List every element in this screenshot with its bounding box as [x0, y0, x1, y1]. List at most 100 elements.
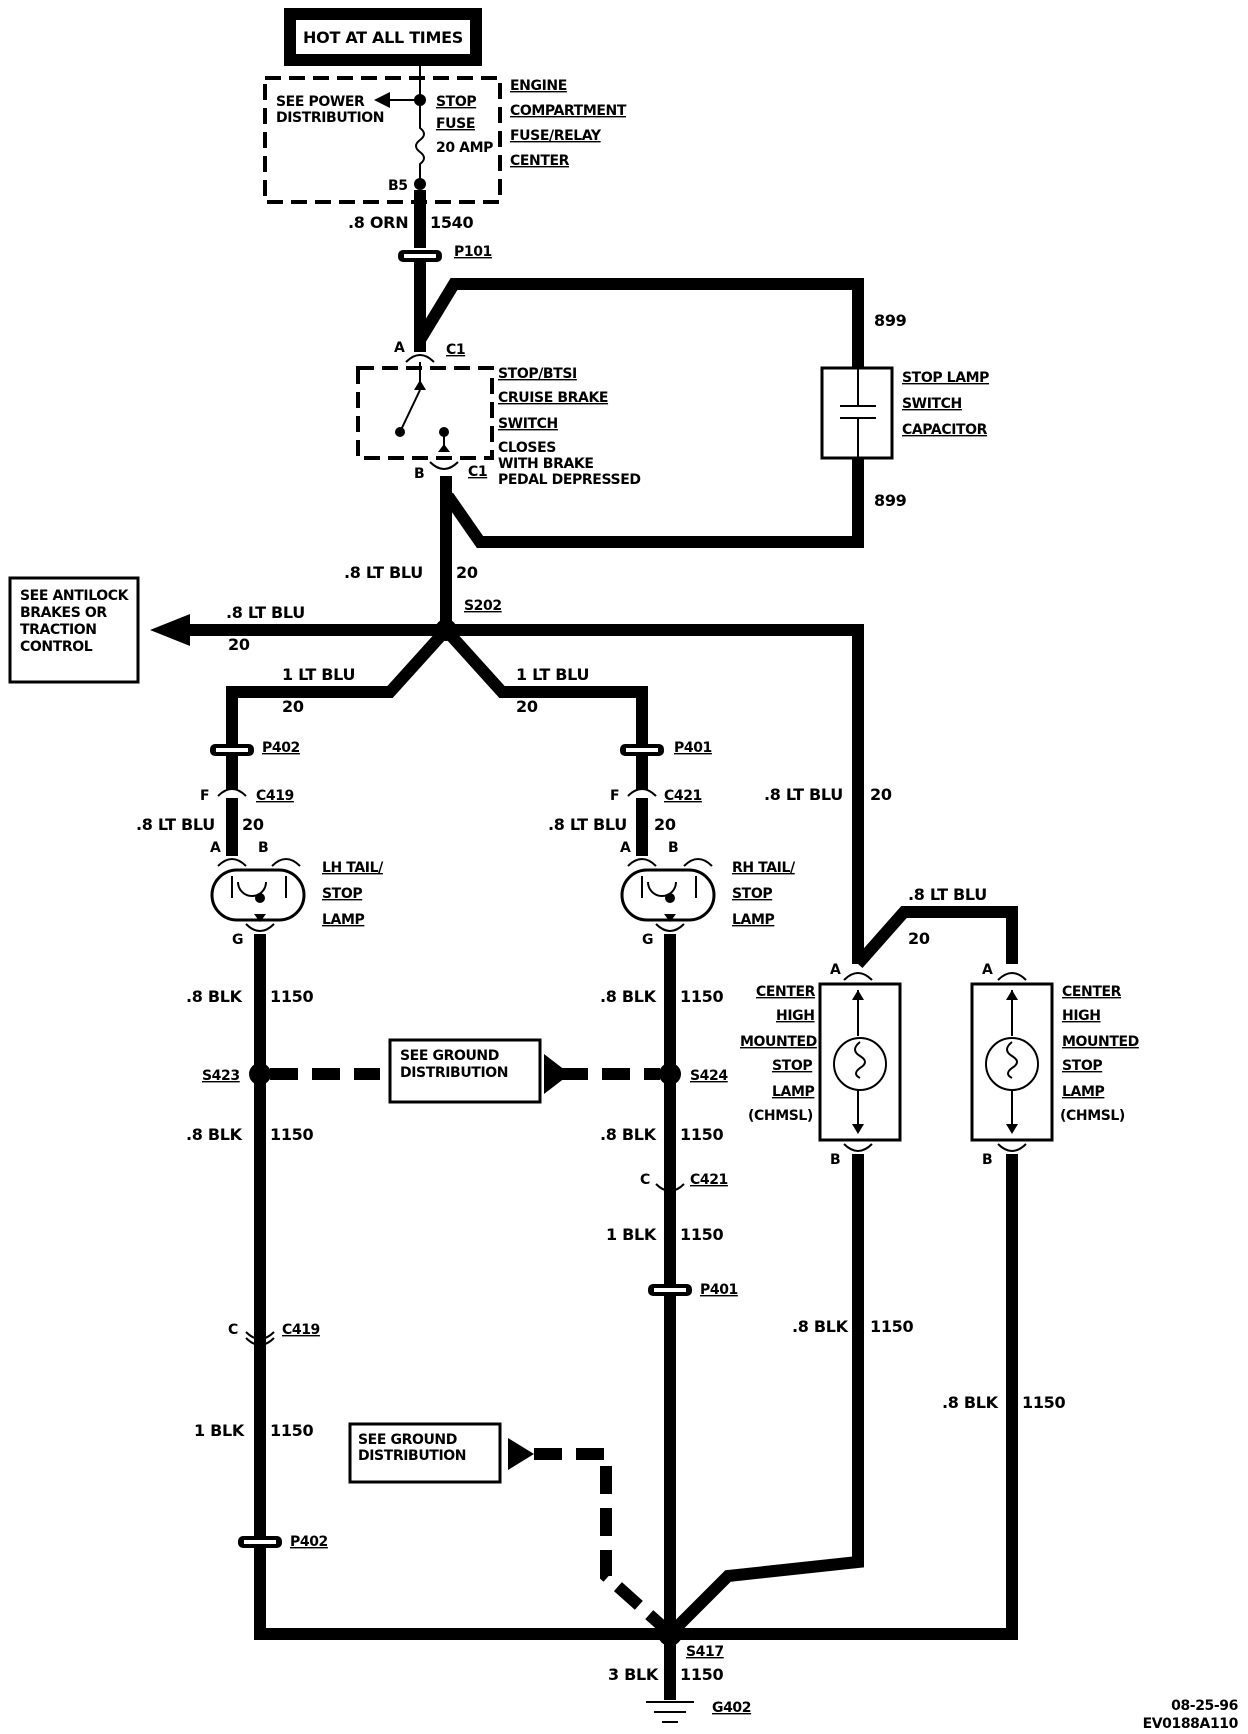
lh-ground-circuit-1: 1150	[270, 987, 313, 1006]
ground-ref-middle-2: DISTRIBUTION	[400, 1065, 508, 1081]
fuse-relay-center: SEE POWER DISTRIBUTION STOP FUSE 20 AMP …	[263, 66, 627, 204]
hot-at-all-times-box: HOT AT ALL TIMES	[284, 8, 482, 66]
p401-bottom-label: P401	[700, 1282, 738, 1298]
main-ground-circuit: 1150	[680, 1665, 723, 1684]
c419-top-connector: F C419	[200, 788, 294, 804]
chmsl1-pin-b: B	[830, 1152, 840, 1168]
g402-label: G402	[712, 1700, 751, 1716]
rh-ground-circuit-2: 1150	[680, 1125, 723, 1144]
chmsl2-name-1: CENTER	[1062, 984, 1122, 1000]
lh-lamp-gauge: .8 LT BLU	[136, 815, 215, 834]
ground-reference-box-middle: SEE GROUND DISTRIBUTION	[388, 1038, 570, 1104]
c421-top-pin: F	[610, 788, 619, 804]
chmsl2-name-4: STOP	[1062, 1058, 1102, 1074]
chmsl1-ground-circuit: 1150	[870, 1317, 913, 1336]
ground-ref-bottom-2: DISTRIBUTION	[358, 1448, 466, 1464]
chmsl2-feed-gauge: .8 LT BLU	[908, 885, 987, 904]
ground-ref-middle-arrow-icon	[544, 1054, 570, 1094]
s424-splice	[659, 1063, 681, 1085]
lh-lamp-name-2: STOP	[322, 886, 362, 902]
rh-branch-gauge: 1 LT BLU	[516, 665, 589, 684]
c419-bottom-connector: C C419	[228, 1322, 320, 1346]
switch-c1-top: C1	[446, 342, 465, 358]
c419-bottom-label: C419	[282, 1322, 320, 1338]
chmsl2-name-3: MOUNTED	[1062, 1034, 1139, 1050]
p402-top-connector: P402	[210, 740, 300, 756]
ground-reference-box-bottom: SEE GROUND DISTRIBUTION	[348, 1422, 534, 1484]
rh-lamp-name-2: STOP	[732, 886, 772, 902]
footer-date: 08-25-96	[1171, 1698, 1238, 1714]
center-label-3: FUSE/RELAY	[510, 128, 602, 144]
rh-tail-stop-lamp: A B G RH TAIL/ STOP LAMP	[620, 840, 796, 948]
fuse-rating: 20 AMP	[436, 140, 493, 156]
switch-note-1: CLOSES	[498, 440, 556, 456]
rh-lamp-pin-a: A	[620, 840, 631, 856]
chmsl1-pin-a: A	[830, 962, 841, 978]
chmsl2-ground-gauge: .8 BLK	[942, 1393, 999, 1412]
p402-bottom-connector: P402	[238, 1534, 328, 1550]
lh-lamp-pin-b: B	[258, 840, 268, 856]
capacitor-name-1: STOP LAMP	[902, 370, 989, 386]
cap-circuit-bottom: 899	[874, 491, 907, 510]
main-ground-gauge: 3 BLK	[608, 1665, 659, 1684]
chmsl-feed-gauge: .8 LT BLU	[764, 785, 843, 804]
chmsl2-name-6: (CHMSL)	[1060, 1108, 1125, 1124]
chmsl-feed-circuit: 20	[870, 785, 892, 804]
fuse-name-2: FUSE	[436, 116, 475, 132]
p401-bottom-connector: P401	[648, 1282, 738, 1298]
power-arrow-icon	[374, 92, 390, 108]
lh-branch-circuit: 20	[282, 697, 304, 716]
ground-ref-middle-1: SEE GROUND	[400, 1048, 499, 1064]
see-power-label: SEE POWER	[276, 94, 365, 110]
chmsl2-name-2: HIGH	[1062, 1008, 1101, 1024]
s424-label: S424	[690, 1068, 728, 1084]
s423-label: S423	[202, 1068, 240, 1084]
c419-bottom-pin: C	[228, 1322, 238, 1338]
chmsl1-name-2: HIGH	[776, 1008, 815, 1024]
lh-branch-gauge: 1 LT BLU	[282, 665, 355, 684]
chmsl1-name-1: CENTER	[756, 984, 816, 1000]
fuse-icon	[415, 100, 425, 180]
lh-ground-gauge-1: .8 BLK	[186, 987, 243, 1006]
rh-lamp-pin-g: G	[642, 932, 653, 948]
chmsl-lamp-1: A B CENTER HIGH MOUNTED STOP LAMP (CHMSL…	[740, 962, 902, 1168]
antilock-wire-gauge: .8 LT BLU	[226, 603, 305, 622]
c421-bottom-pin: C	[640, 1172, 650, 1188]
chmsl-lamp-2: A B CENTER HIGH MOUNTED STOP LAMP (CHMSL…	[970, 962, 1139, 1168]
s417-label: S417	[686, 1644, 724, 1660]
lh-ground-gauge-3: 1 BLK	[194, 1421, 245, 1440]
center-label-4: CENTER	[510, 153, 570, 169]
rh-ground-circuit-3: 1150	[680, 1225, 723, 1244]
c421-top-label: C421	[664, 788, 702, 804]
footer-code: EV0188A110	[1143, 1716, 1239, 1732]
ground-symbol-icon	[646, 1701, 694, 1723]
ground-ref-bottom-arrow-icon	[508, 1438, 534, 1470]
chmsl2-name-5: LAMP	[1062, 1084, 1104, 1100]
chmsl2-ground-circuit: 1150	[1022, 1393, 1065, 1412]
chmsl1-ground-gauge: .8 BLK	[792, 1317, 849, 1336]
rh-ground-gauge-2: .8 BLK	[600, 1125, 657, 1144]
lh-lamp-name-3: LAMP	[322, 912, 364, 928]
stop-brake-switch: A C1 B C1 STOP/BTSI CRUISE BRAKE SWITCH …	[356, 340, 641, 488]
chmsl2-feed-circuit: 20	[908, 929, 930, 948]
lh-tail-stop-lamp: A B G LH TAIL/ STOP LAMP	[210, 840, 385, 948]
center-label-1: ENGINE	[510, 78, 567, 94]
lh-lamp-pin-g: G	[232, 932, 243, 948]
switch-note-2: WITH BRAKE	[498, 456, 594, 472]
rh-ground-gauge-3: 1 BLK	[606, 1225, 657, 1244]
chmsl1-name-5: LAMP	[772, 1084, 814, 1100]
rh-ground-circuit-1: 1150	[680, 987, 723, 1006]
chmsl1-name-4: STOP	[772, 1058, 812, 1074]
antilock-reference-box: SEE ANTILOCK BRAKES OR TRACTION CONTROL	[8, 576, 140, 684]
lh-ground-circuit-2: 1150	[270, 1125, 313, 1144]
s202-in-circuit: 20	[456, 563, 478, 582]
switch-name-3: SWITCH	[498, 416, 558, 432]
see-power-label-2: DISTRIBUTION	[276, 110, 384, 126]
antilock-arrow-icon	[150, 614, 190, 646]
s423-splice	[249, 1063, 271, 1085]
antilock-line-2: BRAKES OR	[20, 605, 107, 621]
switch-name-1: STOP/BTSI	[498, 366, 577, 382]
p101-connector: P101	[398, 244, 492, 262]
switch-name-2: CRUISE BRAKE	[498, 390, 608, 406]
